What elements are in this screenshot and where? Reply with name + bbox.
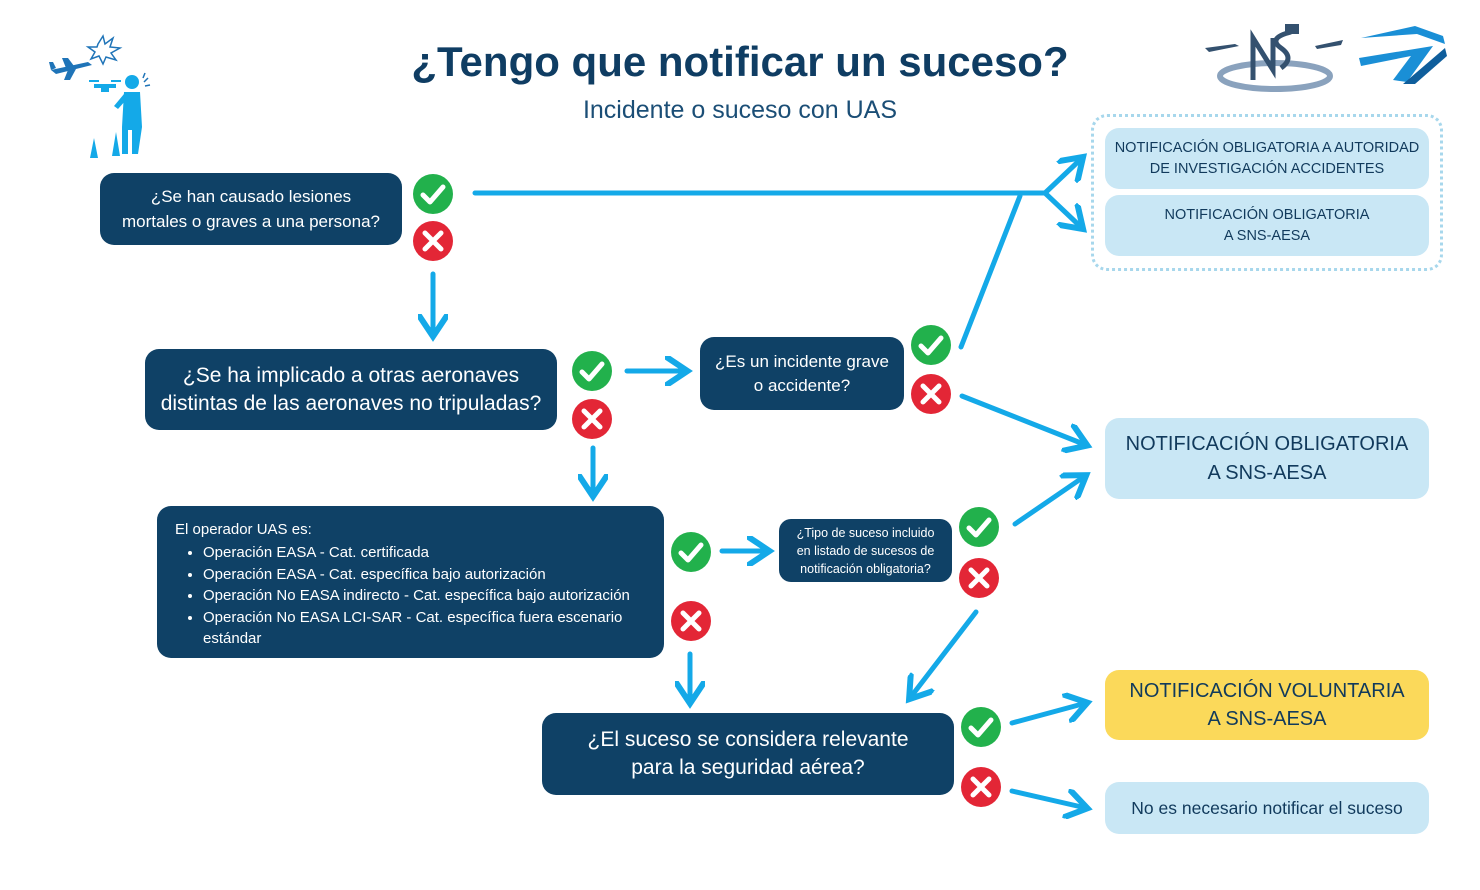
- question-mandatory-list: ¿Tipo de suceso incluido en listado de s…: [779, 519, 952, 582]
- drone-pilot-illustration: [49, 34, 151, 158]
- cross-icon: [961, 767, 1001, 807]
- list-item: Operación No EASA indirecto - Cat. espec…: [203, 585, 654, 607]
- cross-icon: [959, 558, 999, 598]
- outcome-no-notification: No es necesario notificar el suceso: [1105, 782, 1429, 834]
- list-item: Operación EASA - Cat. certificada: [203, 542, 654, 564]
- page-title: ¿Tengo que notificar un suceso?: [411, 38, 1069, 85]
- operator-intro: El operador UAS es:: [175, 521, 312, 538]
- outcome-investigation-authority-text: NOTIFICACIÓN OBLIGATORIA A AUTORIDAD DE …: [1114, 139, 1420, 177]
- check-icon: [959, 507, 999, 547]
- question-serious-incident-text: ¿Es un incidente grave o accidente?: [715, 351, 889, 395]
- aesa-logo: [1359, 26, 1447, 84]
- outcome-mandatory-sns-text: NOTIFICACIÓN OBLIGATORIA A SNS-AESA: [1125, 432, 1409, 484]
- question-safety-relevant-text: ¿El suceso se considera relevante para l…: [587, 728, 909, 779]
- outcome-investigation-authority: NOTIFICACIÓN OBLIGATORIA A AUTORIDAD DE …: [1105, 128, 1429, 189]
- question-uas-operator: El operador UAS es: Operación EASA - Cat…: [157, 506, 664, 658]
- check-icon: [413, 174, 453, 214]
- cross-icon: [413, 221, 453, 261]
- outcome-no-notification-text: No es necesario notificar el suceso: [1131, 798, 1403, 818]
- airport-logo: [1205, 24, 1343, 92]
- question-serious-incident: ¿Es un incidente grave o accidente?: [700, 337, 904, 410]
- outcome-mandatory-sns-top-text: NOTIFICACIÓN OBLIGATORIA A SNS-AESA: [1164, 206, 1370, 244]
- cross-icon: [572, 399, 612, 439]
- question-other-aircraft: ¿Se ha implicado a otras aeronaves disti…: [145, 349, 557, 430]
- outcome-group-mandatory: [1091, 114, 1443, 271]
- question-mandatory-list-text: ¿Tipo de suceso incluido en listado de s…: [796, 525, 935, 576]
- check-icon: [961, 707, 1001, 747]
- outcome-voluntary-sns: NOTIFICACIÓN VOLUNTARIA A SNS-AESA: [1105, 670, 1429, 740]
- check-icon: [671, 532, 711, 572]
- check-icon: [911, 325, 951, 365]
- list-item: Operación EASA - Cat. específica bajo au…: [203, 564, 654, 586]
- list-item: Operación No EASA LCI-SAR - Cat. específ…: [203, 607, 654, 650]
- outcome-voluntary-sns-text: NOTIFICACIÓN VOLUNTARIA A SNS-AESA: [1129, 680, 1405, 730]
- question-safety-relevant: ¿El suceso se considera relevante para l…: [542, 713, 954, 795]
- cross-icon: [911, 374, 951, 414]
- page-subtitle: Incidente o suceso con UAS: [582, 96, 898, 124]
- outcome-mandatory-sns-top: NOTIFICACIÓN OBLIGATORIA A SNS-AESA: [1105, 195, 1429, 256]
- question-fatal-injuries-text: ¿Se han causado lesiones mortales o grav…: [122, 187, 380, 231]
- question-fatal-injuries: ¿Se han causado lesiones mortales o grav…: [100, 173, 402, 245]
- outcome-mandatory-sns: NOTIFICACIÓN OBLIGATORIA A SNS-AESA: [1105, 418, 1429, 499]
- question-other-aircraft-text: ¿Se ha implicado a otras aeronaves disti…: [160, 363, 542, 415]
- cross-icon: [671, 601, 711, 641]
- operator-list: Operación EASA - Cat. certificada Operac…: [175, 542, 654, 650]
- check-icon: [572, 351, 612, 391]
